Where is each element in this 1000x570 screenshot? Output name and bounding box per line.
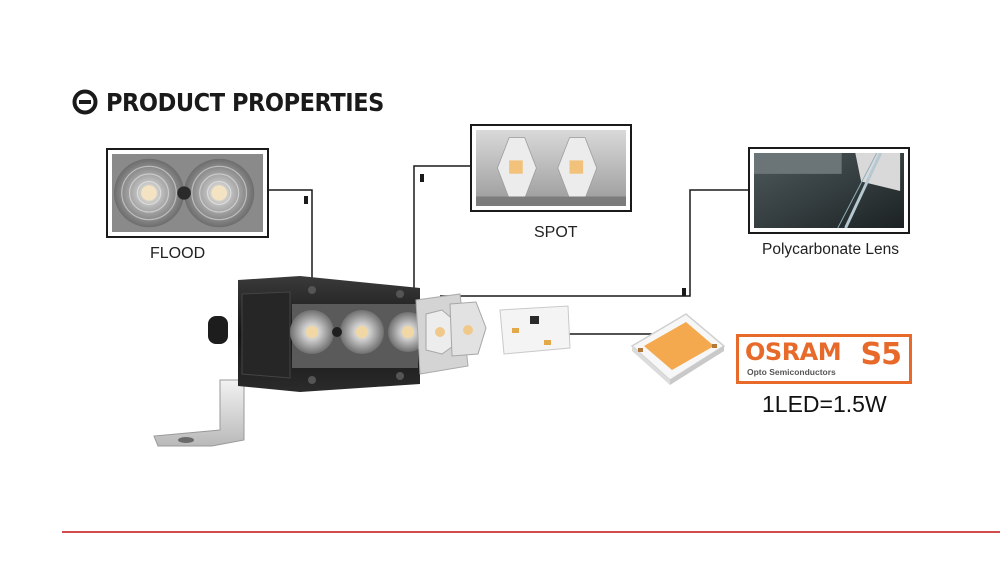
osram-model: S5: [860, 337, 902, 372]
footer-divider: [62, 531, 1000, 533]
polycarbonate-lens-photo: [748, 147, 910, 234]
spot-lens-photo: [470, 124, 632, 212]
polycarbonate-lens-label: Polycarbonate Lens: [762, 241, 900, 258]
light-bar-illustration: [153, 276, 571, 447]
flood-lens-photo: [106, 148, 269, 238]
osram-logo: OSRAM S5 Opto Semiconductors: [736, 334, 912, 384]
spot-label: SPOT: [534, 224, 578, 241]
circle-target-icon: [72, 89, 98, 115]
housing-lenses: [290, 310, 428, 354]
pcb-board: [499, 305, 571, 355]
mounting-bracket: [153, 316, 245, 447]
led-power-label: 1LED=1.5W: [762, 391, 887, 417]
led-chip: [630, 313, 726, 385]
osram-tagline: Opto Semiconductors: [747, 367, 836, 377]
section-title: PRODUCT PROPERTIES: [106, 87, 384, 117]
flood-label: FLOOD: [150, 245, 206, 262]
exploded-lens-module: [415, 293, 487, 375]
osram-brand: OSRAM: [745, 338, 842, 366]
section-heading: PRODUCT PROPERTIES: [72, 86, 415, 118]
